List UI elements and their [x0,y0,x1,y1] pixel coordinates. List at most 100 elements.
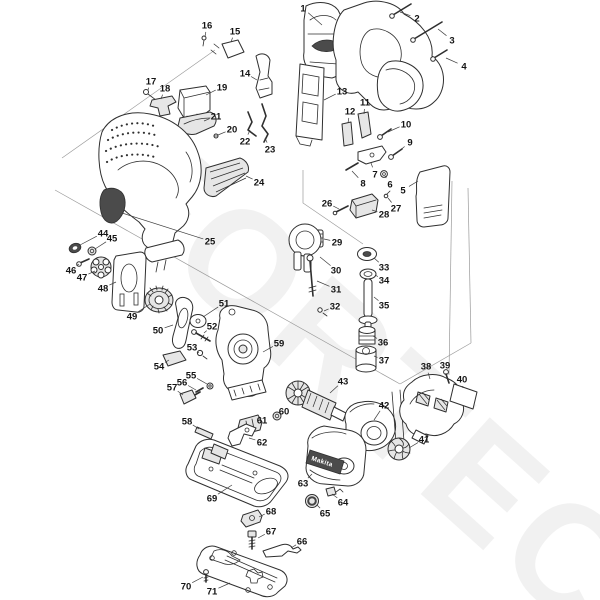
part-label-57: 57 [167,382,178,393]
part-label-34: 34 [379,275,390,286]
cap-37 [355,345,377,373]
part-label-18: 18 [160,83,171,94]
part-label-9: 9 [407,137,412,148]
part-label-51: 51 [219,298,230,309]
part-label-26: 26 [322,198,333,209]
part-label-33: 33 [379,262,390,273]
shoe-assembly-69 [185,438,289,508]
base-plate-71 [196,545,288,598]
nut-53 [196,349,208,360]
leader-line-28 [371,209,378,213]
leader-line-9 [397,146,405,153]
leader-line-41 [408,442,419,449]
pulley-49 [144,285,174,314]
clamp-68 [240,509,263,528]
part-label-65: 65 [320,508,331,519]
part-label-14: 14 [240,68,251,79]
leader-line-6 [384,175,387,179]
counterweight-50 [172,297,194,349]
pad-54 [162,350,187,367]
part-label-44: 44 [98,228,109,239]
leader-line-36 [372,335,378,339]
leader-line-51 [202,306,219,318]
leader-line-20 [217,131,226,136]
leader-line-68 [258,513,265,518]
leader-line-46 [76,263,80,267]
leader-line-4 [445,57,458,64]
plate-15 [221,39,245,59]
armature-43 [285,380,352,423]
part-label-53: 53 [187,342,198,353]
leader-line-2 [399,11,411,17]
motor-housing-63: Makita [305,425,367,487]
part-label-3: 3 [449,35,454,46]
rubber-grip-insert [99,187,126,224]
brand-band [305,449,345,475]
leader-line-8 [351,170,359,179]
part-label-7: 7 [372,169,377,180]
part-label-60: 60 [279,406,290,417]
rod-22 [247,111,257,137]
part-label-22: 22 [240,136,251,147]
plate-40 [449,383,478,410]
leader-line-65 [316,504,321,509]
part-label-45: 45 [107,233,118,244]
screw-3-icon [410,21,443,43]
washer-55 [206,382,214,390]
leader-line-38 [427,372,431,380]
part-label-56: 56 [177,377,188,388]
motor-group: Makita [285,369,478,508]
leader-line-24 [245,175,253,180]
gear-47 [90,256,112,279]
leader-line-69 [217,484,233,495]
rod-23 [261,103,269,143]
part-label-29: 29 [332,237,343,248]
pin-26-icon [332,205,349,216]
leader-line-31 [316,280,330,287]
leader-line-1 [307,12,323,26]
part-label-19: 19 [217,82,228,93]
lever-14 [255,53,273,99]
part-label-50: 50 [153,325,164,336]
part-label-46: 46 [66,265,77,276]
leader-line-18 [160,94,163,100]
rubber-12 [341,121,354,147]
cover-plate-5 [415,165,451,228]
leader-line-34 [374,274,379,277]
leader-line-12 [347,117,350,124]
leader-line-57 [177,390,184,396]
leader-line-3 [437,28,447,36]
leader-line-71 [218,582,231,589]
nut-45 [87,246,97,256]
screw-20-icon [213,133,219,139]
part-label-64: 64 [338,497,349,508]
bellows-boot-24 [203,157,249,197]
main-body-group [98,112,249,273]
leader-line-15 [230,37,233,43]
part-label-61: 61 [257,415,268,426]
part-label-17: 17 [146,76,157,87]
block-28 [349,193,379,219]
part-label-43: 43 [338,376,349,387]
part-label-62: 62 [257,437,268,448]
part-32-icon [317,307,328,317]
leader-line-52 [203,330,207,334]
leader-line-53 [197,351,200,354]
leader-lines [76,11,464,589]
leader-line-62 [248,437,256,441]
part-label-8: 8 [360,178,365,189]
screw-70-icon [203,569,209,583]
leader-line-25 [121,212,204,240]
part-label-31: 31 [331,284,342,295]
part-label-54: 54 [154,361,165,372]
leader-line-14 [250,76,258,81]
part-label-24: 24 [254,177,265,188]
lever-62 [227,423,257,447]
right-panel-group [332,111,451,228]
screw-2-icon [389,3,412,19]
leader-line-48 [109,281,117,286]
leader-line-21 [203,118,210,122]
part-label-68: 68 [266,506,277,517]
part-label-58: 58 [182,416,193,427]
